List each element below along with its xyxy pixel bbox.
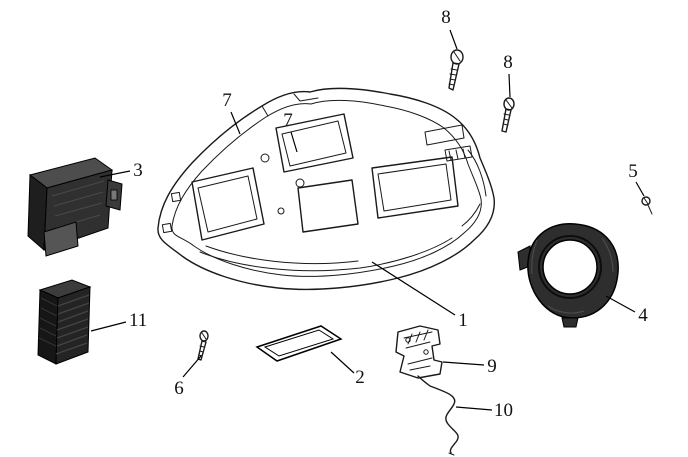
part-2-plate-drawing: [255, 325, 343, 362]
part-label-7-b: 7: [283, 110, 293, 131]
part-label-10: 10: [494, 400, 513, 421]
part-label-8-b: 8: [503, 52, 513, 73]
part-label-8-a: 8: [441, 7, 451, 28]
part-label-9: 9: [487, 356, 497, 377]
part-6-screw-drawing: [197, 330, 209, 361]
part-label-11: 11: [129, 310, 148, 331]
part-1-housing-drawing: [157, 87, 495, 291]
part-label-2: 2: [355, 367, 365, 388]
part-5-screw-drawing: [641, 196, 653, 215]
part-label-5: 5: [628, 161, 638, 182]
part-label-1: 1: [458, 310, 468, 331]
part-8-screw-b-drawing: [501, 97, 515, 133]
part-3-box-drawing: [27, 157, 123, 257]
part-4-cover-drawing: [517, 223, 619, 328]
part-label-7-a: 7: [222, 90, 232, 111]
leader-lines: [90, 29, 645, 411]
part-label-4: 4: [638, 305, 648, 326]
part-8-screw-a-drawing: [448, 49, 464, 91]
part-9-bracket-drawing: [395, 325, 443, 379]
part-label-6: 6: [174, 378, 184, 399]
part-10-cable-drawing: [417, 375, 459, 456]
part-11-box-drawing: [37, 279, 92, 365]
part-label-3: 3: [133, 160, 143, 181]
